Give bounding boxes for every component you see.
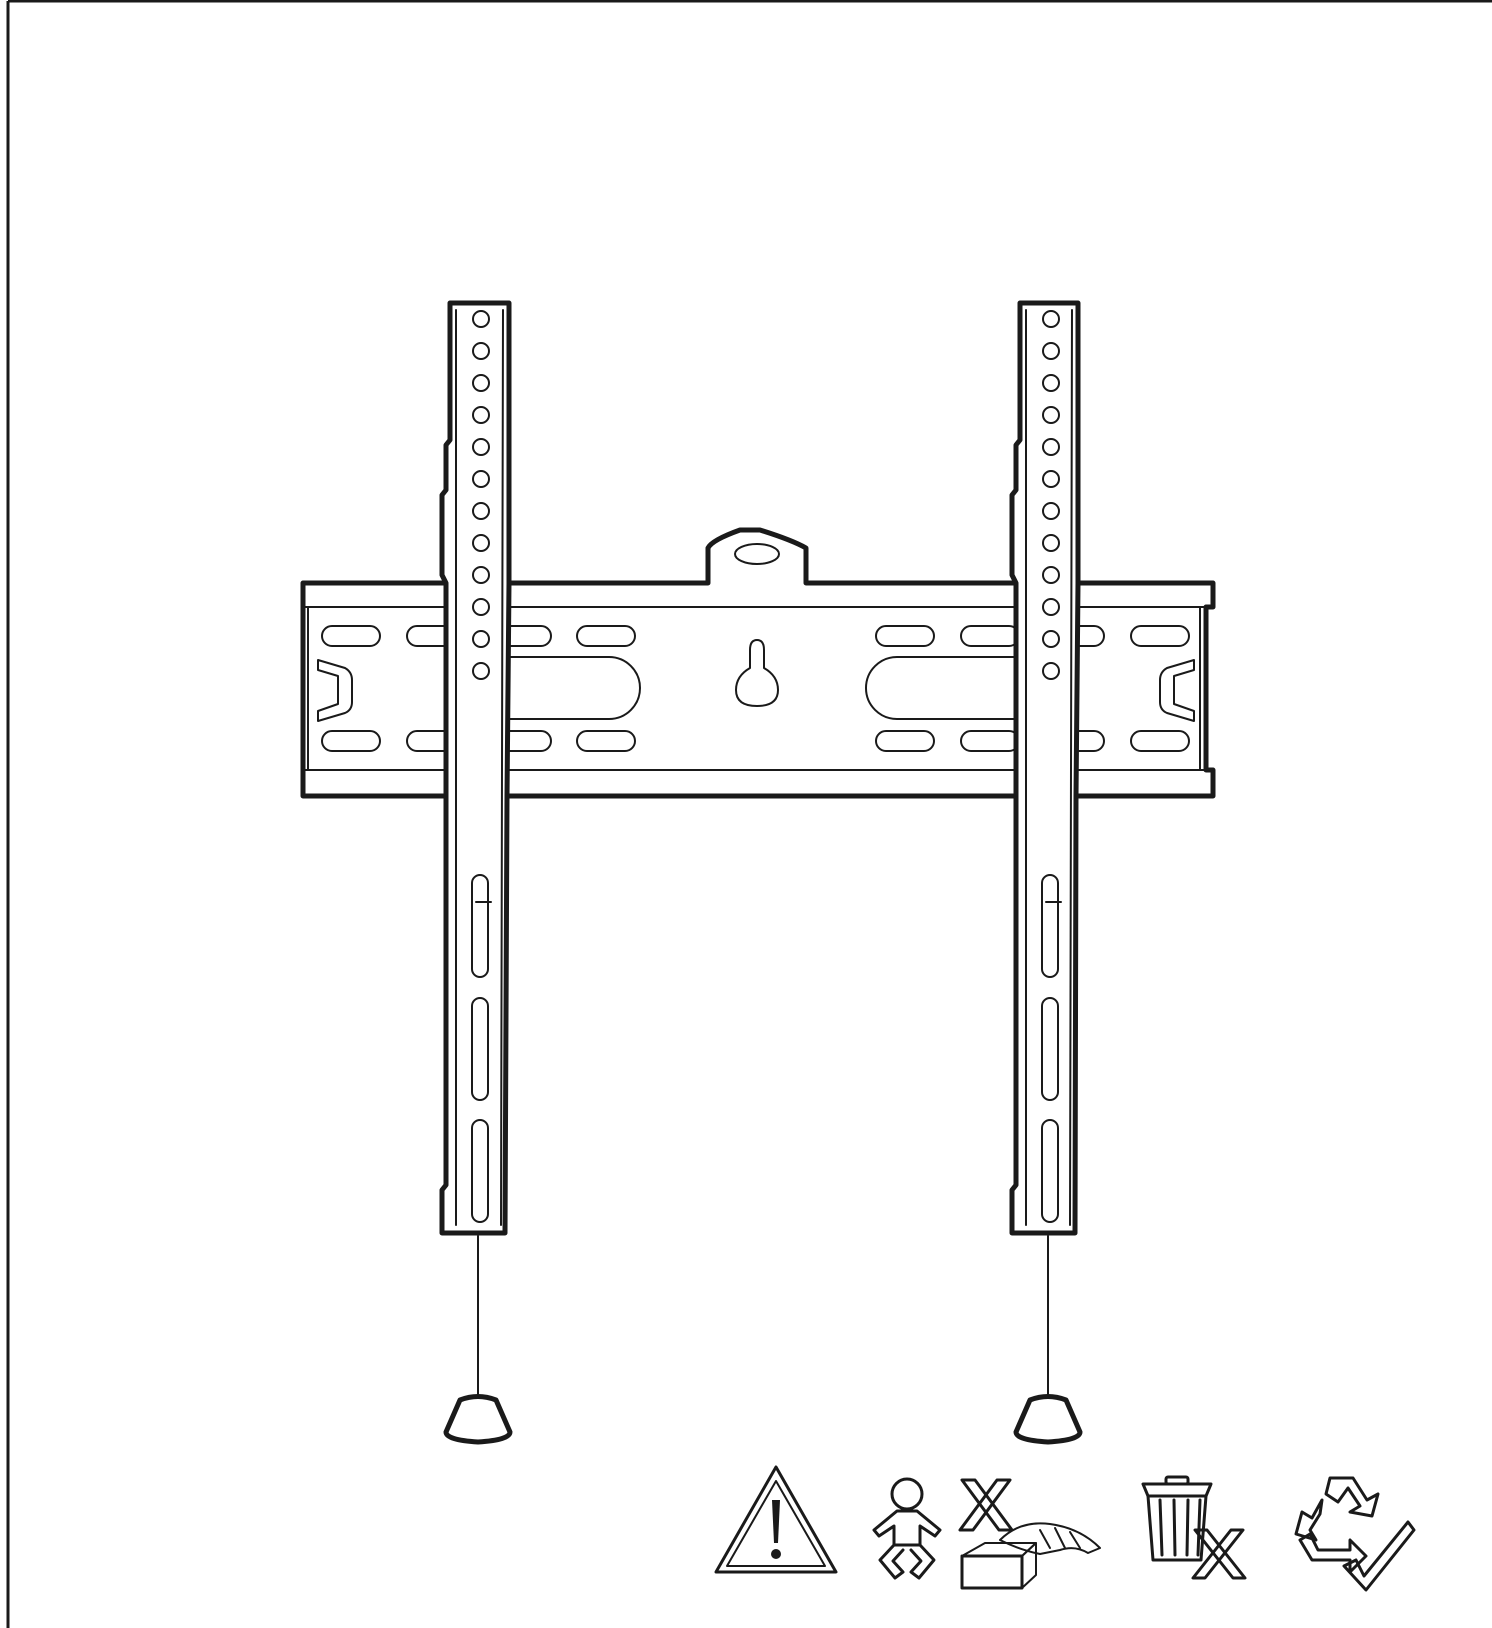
warning-triangle-icon (714, 1465, 838, 1574)
left-spacer-foot (443, 1235, 513, 1445)
keyhole-slot (735, 639, 779, 707)
right-arm-holes (1042, 310, 1060, 680)
right-spacer-foot (1013, 1235, 1083, 1445)
left-vertical-arm (439, 300, 512, 1236)
left-end-bracket (317, 659, 353, 722)
right-vertical-arm (1009, 300, 1081, 1236)
top-tab-hole (734, 543, 780, 565)
right-arm-slots (1041, 874, 1062, 1223)
wall-plate (300, 527, 1216, 799)
no-children-packaging-icon (872, 1477, 1101, 1590)
recycle-icon (1294, 1476, 1416, 1592)
no-trash-bin-icon (1141, 1475, 1247, 1580)
right-end-bracket (1159, 659, 1195, 722)
left-arm-holes (472, 310, 490, 680)
left-arm-slots (471, 874, 492, 1223)
page-border (6, 0, 1492, 1628)
